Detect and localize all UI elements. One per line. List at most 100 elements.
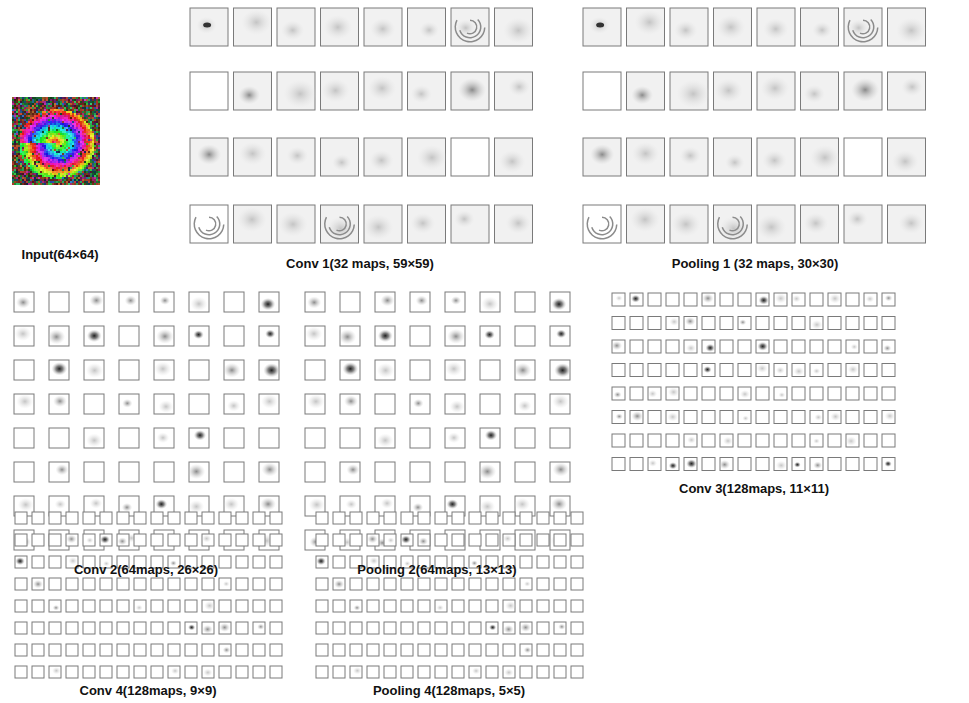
input-pixel	[54, 109, 56, 111]
input-pixel	[64, 141, 66, 143]
input-pixel	[68, 117, 70, 119]
input-pixel	[60, 145, 62, 147]
input-pixel	[26, 161, 28, 163]
input-pixel	[28, 121, 30, 123]
activation-blob	[370, 18, 395, 39]
input-pixel	[36, 155, 38, 157]
input-pixel	[58, 121, 60, 123]
input-pixel	[50, 161, 52, 163]
input-pixel	[96, 153, 98, 155]
input-pixel	[34, 157, 36, 159]
input-pixel	[52, 147, 54, 149]
input-pixel	[74, 139, 76, 141]
input-pixel	[24, 151, 26, 153]
input-pixel	[56, 147, 58, 149]
input-pixel	[98, 181, 100, 183]
input-pixel	[54, 127, 56, 129]
input-pixel	[36, 107, 38, 109]
input-pixel	[72, 151, 74, 153]
input-pixel	[54, 99, 56, 101]
input-pixel	[44, 147, 46, 149]
input-pixel	[48, 173, 50, 175]
input-pixel	[96, 171, 98, 173]
input-pixel	[90, 161, 92, 163]
input-pixel	[34, 153, 36, 155]
input-pixel	[22, 103, 24, 105]
input-pixel	[84, 121, 86, 123]
input-pixel	[62, 159, 64, 161]
input-pixel	[54, 177, 56, 179]
input-pixel	[50, 179, 52, 181]
input-pixel	[30, 103, 32, 105]
input-pixel	[84, 181, 86, 183]
input-pixel	[58, 143, 60, 145]
input-pixel	[34, 145, 36, 147]
input-pixel	[96, 135, 98, 137]
input-pixel	[82, 141, 84, 143]
input-pixel	[12, 179, 14, 181]
input-pixel	[86, 157, 88, 159]
input-pixel	[92, 143, 94, 145]
input-pixel	[30, 107, 32, 109]
input-pixel	[58, 105, 60, 107]
input-pixel	[76, 137, 78, 139]
input-pixel	[64, 129, 66, 131]
input-pixel	[42, 99, 44, 101]
input-pixel	[58, 99, 60, 101]
input-pixel	[22, 147, 24, 149]
input-pixel	[90, 151, 92, 153]
input-pixel	[76, 121, 78, 123]
input-pixel	[70, 175, 72, 177]
input-pixel	[74, 103, 76, 105]
input-pixel	[50, 171, 52, 173]
feature-map	[364, 8, 402, 46]
input-pixel	[16, 117, 18, 119]
input-pixel	[88, 149, 90, 151]
input-pixel	[48, 105, 50, 107]
input-pixel	[44, 169, 46, 171]
input-pixel	[72, 153, 74, 155]
input-pixel	[98, 99, 100, 101]
input-pixel	[24, 131, 26, 133]
input-pixel	[24, 173, 26, 175]
input-pixel	[52, 169, 54, 171]
input-pixel	[16, 135, 18, 137]
input-pixel	[60, 109, 62, 111]
input-pixel	[30, 171, 32, 173]
input-pixel	[12, 119, 14, 121]
input-pixel	[96, 169, 98, 171]
activation-blob	[458, 78, 486, 102]
input-pixel	[50, 139, 52, 141]
input-pixel	[82, 171, 84, 173]
input-pixel	[60, 175, 62, 177]
input-pixel	[70, 107, 72, 109]
input-pixel	[46, 167, 48, 169]
input-pixel	[70, 169, 72, 171]
input-pixel	[28, 157, 30, 159]
input-pixel	[40, 129, 42, 131]
input-pixel	[72, 109, 74, 111]
input-pixel	[64, 133, 66, 135]
input-pixel	[50, 123, 52, 125]
input-pixel	[74, 101, 76, 103]
input-pixel	[52, 129, 54, 131]
input-pixel	[94, 129, 96, 131]
input-pixel	[50, 111, 52, 113]
swirl-stroke	[459, 19, 481, 39]
input-pixel	[24, 183, 26, 185]
input-pixel	[40, 161, 42, 163]
input-pixel	[84, 133, 86, 135]
input-pixel	[74, 153, 76, 155]
input-pixel	[66, 181, 68, 183]
input-pixel	[66, 135, 68, 137]
input-pixel	[18, 183, 20, 185]
input-pixel	[32, 115, 34, 117]
input-pixel	[88, 145, 90, 147]
input-pixel	[84, 177, 86, 179]
input-pixel	[18, 139, 20, 141]
input-pixel	[42, 167, 44, 169]
input-pixel	[98, 123, 100, 125]
input-pixel	[28, 129, 30, 131]
input-pixel	[20, 179, 22, 181]
input-pixel	[40, 135, 42, 137]
